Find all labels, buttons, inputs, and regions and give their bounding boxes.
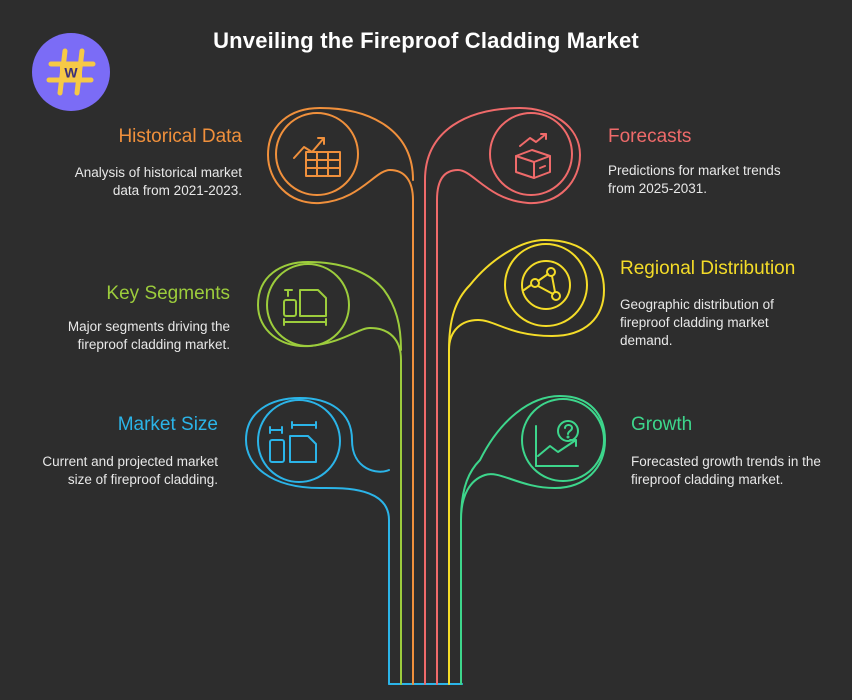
regional-distribution-branch — [448, 239, 605, 685]
chart-table-icon — [293, 137, 341, 177]
svg-text:W: W — [64, 65, 78, 81]
hashtag-w-icon: W — [46, 48, 96, 96]
regional-distribution-desc: Geographic distribution of fireproof cla… — [620, 297, 774, 348]
key-segments-heading: Key Segments — [106, 283, 230, 304]
growth-branch — [460, 395, 606, 685]
forecasts-branch — [424, 107, 581, 685]
segments-icon — [283, 289, 327, 326]
forecasts-desc: Predictions for market trends from 2025-… — [608, 163, 781, 196]
size-icon — [269, 421, 317, 463]
key-segments-desc: Major segments driving the fireproof cla… — [67, 319, 230, 352]
historical-data-branch — [267, 107, 414, 685]
growth-question-icon — [535, 420, 579, 467]
logo: W — [32, 33, 110, 111]
market-size-desc: Current and projected market size of fir… — [42, 454, 218, 487]
historical-data-heading: Historical Data — [118, 126, 242, 147]
growth-heading: Growth — [631, 414, 693, 435]
growth-desc: Forecasted growth trends in the fireproo… — [631, 454, 821, 487]
network-icon — [521, 260, 571, 310]
forecasts-heading: Forecasts — [608, 126, 692, 147]
page-title: Unveiling the Fireproof Cladding Market — [213, 28, 639, 53]
historical-data-desc: Analysis of historical market data from … — [74, 165, 242, 198]
key-segments-branch — [257, 261, 402, 685]
regional-distribution-heading: Regional Distribution — [620, 258, 796, 279]
market-size-heading: Market Size — [117, 414, 218, 435]
box-trend-icon — [515, 133, 551, 179]
